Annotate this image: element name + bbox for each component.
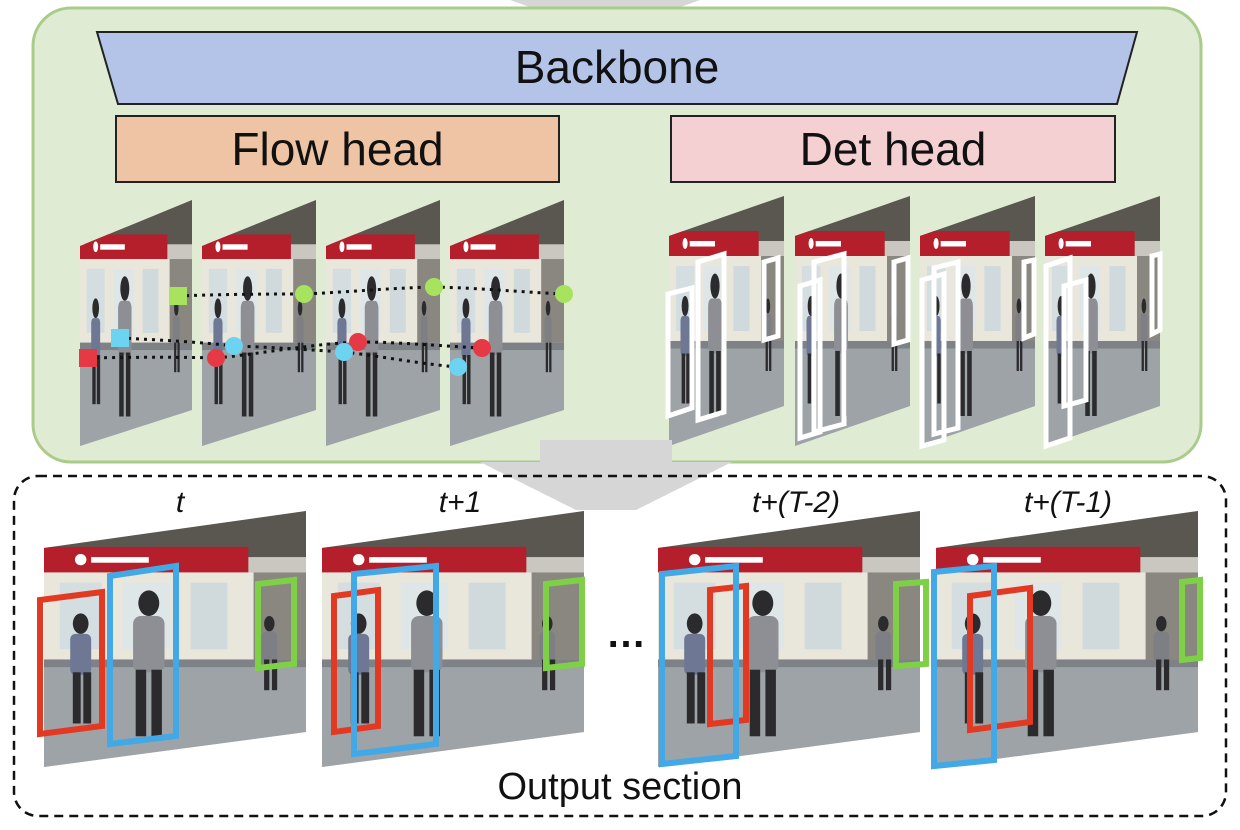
- motion-tracks: [87, 285, 565, 369]
- box-blue: [351, 562, 439, 758]
- track-start-cyan: [111, 329, 129, 347]
- ellipsis: …: [606, 612, 646, 656]
- box-green: [543, 576, 585, 672]
- det-box: [695, 250, 727, 424]
- flow-head-block: [115, 115, 560, 183]
- track-start-green: [169, 287, 187, 305]
- det-box: [931, 258, 961, 438]
- det-box: [1061, 276, 1089, 410]
- det-box: [1149, 250, 1163, 339]
- output-arrow-body: [540, 440, 672, 464]
- det-box: [891, 254, 911, 348]
- det-box: [1043, 254, 1073, 450]
- det-boxes: [665, 250, 1163, 450]
- backbone-block: [95, 31, 1139, 105]
- box-red: [331, 586, 381, 736]
- backbone-label: Backbone: [514, 41, 720, 93]
- box-green: [1179, 576, 1203, 664]
- track-point: [555, 285, 573, 303]
- output-boxes: [37, 562, 1203, 770]
- track-point: [225, 337, 243, 355]
- box-green: [893, 578, 929, 670]
- track-point: [449, 358, 467, 376]
- det-head-label: Det head: [799, 123, 987, 175]
- track-green: [177, 285, 565, 298]
- frame-label-t1: t+1: [438, 486, 482, 519]
- det-box: [665, 284, 695, 420]
- output-section-label: Output section: [497, 766, 743, 808]
- box-green: [255, 576, 297, 672]
- track-point: [425, 278, 443, 296]
- frame-label-tT2: t+(T-2): [751, 486, 841, 519]
- box-blue: [107, 562, 179, 748]
- frame-label-tT1: t+(T-1): [1023, 486, 1113, 519]
- box-red: [967, 584, 1033, 734]
- track-point: [295, 285, 313, 303]
- track-point: [349, 333, 367, 351]
- output-frame-tT2: [658, 511, 920, 767]
- det-box: [811, 250, 847, 436]
- det-frame-3: [920, 196, 1035, 446]
- track-cyan: [119, 336, 459, 369]
- track-point: [207, 349, 225, 367]
- track-point: [335, 343, 353, 361]
- track-point: [473, 339, 491, 357]
- flow-head-label: Flow head: [231, 123, 444, 175]
- box-blue: [931, 562, 997, 770]
- det-box: [919, 270, 947, 450]
- det-head-block: [670, 115, 1116, 183]
- output-arrow-head: [480, 462, 732, 510]
- box-blue: [659, 562, 739, 768]
- box-red: [37, 588, 105, 738]
- frame-label-t: t: [175, 486, 185, 519]
- track-points: [79, 278, 573, 376]
- det-box: [761, 254, 781, 344]
- det-box: [1021, 256, 1037, 342]
- track-start-red: [79, 349, 97, 367]
